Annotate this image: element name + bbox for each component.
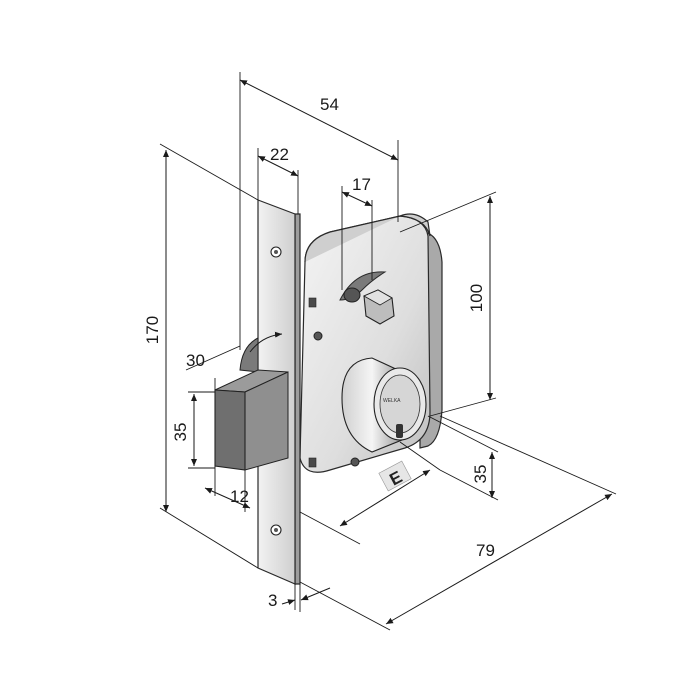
dead-bolt — [214, 369, 289, 471]
dim-100: 100 — [399, 191, 497, 417]
hex-nut — [363, 289, 395, 325]
follower-slot — [339, 271, 387, 303]
lock-cylinder: WELKA — [341, 357, 427, 453]
svg-text:12: 12 — [230, 487, 249, 506]
dim-22: 22 — [257, 145, 299, 214]
throw-arrow — [249, 331, 283, 353]
entry-label-box — [378, 460, 412, 492]
svg-text:54: 54 — [320, 95, 339, 114]
svg-text:30: 30 — [186, 351, 205, 370]
latch-curve — [239, 337, 259, 373]
svg-text:79: 79 — [476, 541, 495, 560]
svg-text:17: 17 — [352, 175, 371, 194]
brand-label: WELKA — [383, 398, 401, 404]
case-rivets — [313, 331, 360, 467]
dim-17: 17 — [341, 175, 373, 290]
case-slot-bottom — [308, 457, 317, 468]
dim-3: 3 — [268, 584, 331, 612]
keyhole-icon — [396, 424, 403, 438]
svg-text:22: 22 — [270, 145, 289, 164]
dim-54: 54 — [239, 72, 399, 350]
dim-170: 170 — [143, 143, 259, 569]
dim-e: E — [299, 441, 441, 545]
dim-30: 30 — [185, 345, 241, 390]
case-slot-top — [308, 297, 317, 308]
dim-35-latch: 35 — [171, 391, 215, 469]
svg-text:35: 35 — [171, 423, 190, 442]
svg-text:35: 35 — [471, 465, 490, 484]
dim-79: 79 — [299, 415, 617, 631]
svg-text:100: 100 — [467, 284, 486, 312]
svg-text:3: 3 — [268, 591, 277, 610]
dim-12: 12 — [204, 466, 251, 512]
svg-text:170: 170 — [143, 316, 162, 344]
